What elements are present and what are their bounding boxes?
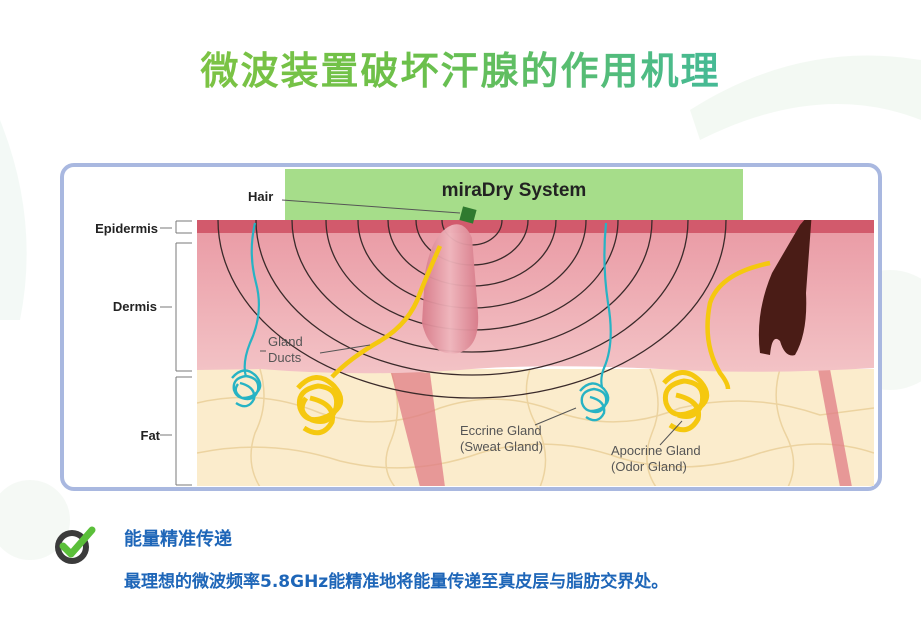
gland-ducts-label-line1: Gland	[268, 334, 303, 349]
feature-description: 最理想的微波频率5.8GHz能精准地将能量传递至真皮层与脂肪交界处。	[124, 572, 669, 592]
dark-hair	[758, 220, 812, 356]
skin-diagram: miraDry System Epidermis Dermis Fat Hair…	[60, 163, 882, 491]
dermis-label: Dermis	[113, 299, 157, 314]
eccrine-label-line1: Eccrine Gland	[460, 423, 542, 438]
apocrine-label-line1: Apocrine Gland	[611, 443, 701, 458]
eccrine-label-line2: (Sweat Gland)	[460, 439, 543, 454]
epidermis-label: Epidermis	[95, 221, 158, 236]
miradry-system-box	[285, 169, 743, 220]
feature-title: 能量精准传递	[124, 529, 232, 550]
apocrine-coils	[296, 370, 710, 436]
eccrine-coils	[231, 369, 610, 422]
system-label: miraDry System	[442, 180, 587, 201]
epidermis-layer	[197, 220, 874, 233]
hair-label: Hair	[248, 189, 273, 204]
hair-tip	[459, 206, 477, 224]
gland-ducts-label-line2: Ducts	[268, 350, 302, 365]
layer-brackets	[175, 220, 192, 486]
apocrine-label-line2: (Odor Gland)	[611, 459, 687, 474]
check-circle-icon	[55, 526, 96, 564]
fat-label: Fat	[141, 428, 161, 443]
page-title: 微波装置破坏汗腺的作用机理	[0, 40, 921, 95]
dermis-layer	[197, 231, 874, 374]
fat-cells	[197, 368, 874, 486]
